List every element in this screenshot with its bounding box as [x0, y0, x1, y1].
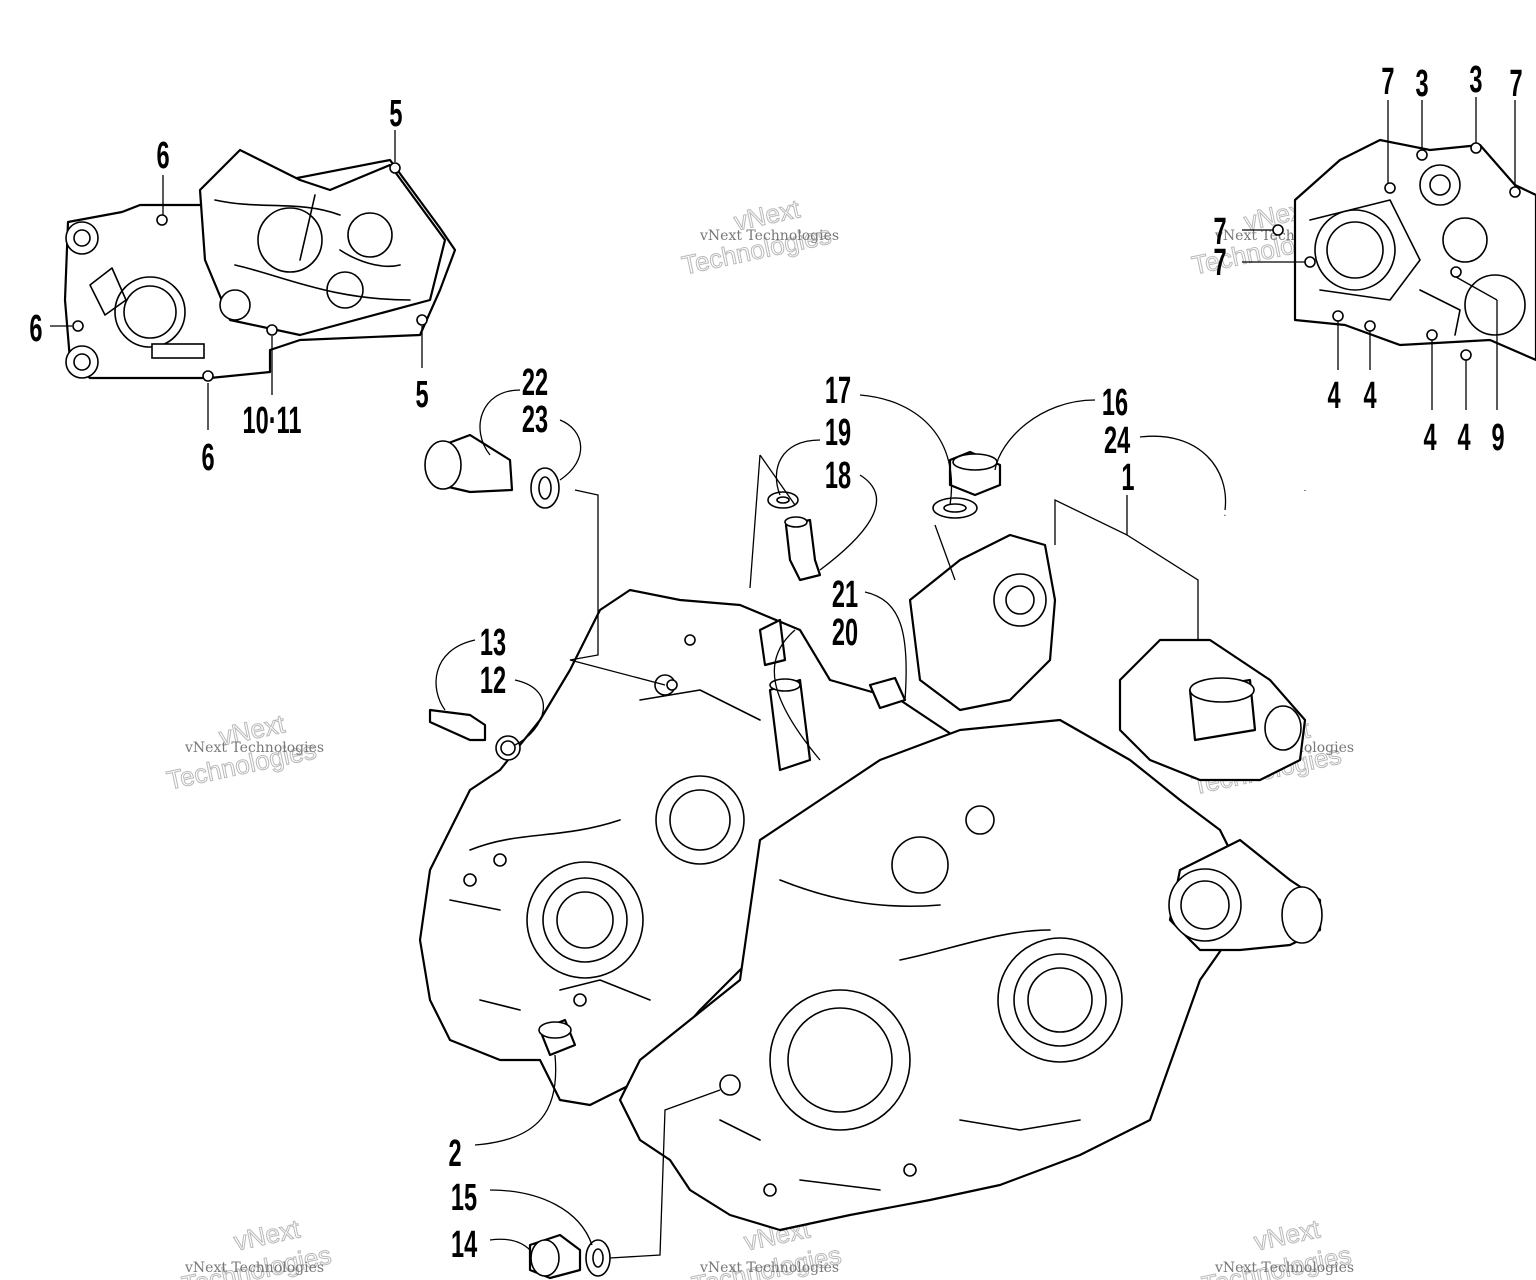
leader-lines — [50, 97, 1516, 1259]
callout-1: 1 — [1121, 455, 1134, 498]
watermark-text-2: vNext Technologies — [699, 228, 839, 244]
callout-4: 4 — [1364, 373, 1377, 416]
callout-7: 7 — [1213, 209, 1226, 252]
watermark-text-9: vNext Technologies — [1214, 1260, 1354, 1276]
callout-7: 7 — [1213, 240, 1226, 283]
callout-4: 4 — [1458, 415, 1471, 458]
callout-21: 21 — [832, 572, 858, 615]
callout-4: 4 — [1424, 415, 1437, 458]
callout-19: 19 — [825, 410, 851, 453]
callout-6: 6 — [156, 133, 169, 176]
callout-6: 6 — [201, 435, 214, 478]
callout-16: 16 — [1102, 380, 1128, 423]
watermark-text-7: vNext Technologies — [184, 1260, 324, 1276]
callout-14: 14 — [451, 1222, 478, 1265]
callout-9: 9 — [1491, 415, 1504, 458]
watermark-text-8: vNext Technologies — [699, 1260, 839, 1276]
right-cover-assembly — [1272, 138, 1536, 362]
callout-17: 17 — [825, 368, 851, 411]
crankcase-main — [418, 533, 1323, 1232]
callout-2: 2 — [448, 1131, 461, 1174]
watermark-text-4: vNext Technologies — [184, 740, 324, 756]
callout-4: 4 — [1328, 373, 1341, 416]
callout-24: 24 — [1104, 418, 1131, 461]
callout-labels: 6 6 6 5 5 10·11 7 3 3 7 7 7 4 4 4 4 9 22… — [29, 57, 1522, 1265]
callout-5: 5 — [415, 372, 428, 415]
callout-7: 7 — [1509, 61, 1522, 104]
callout-7: 7 — [1381, 59, 1394, 102]
callout-12: 12 — [480, 658, 506, 701]
callout-15: 15 — [451, 1175, 477, 1218]
callout-3: 3 — [1469, 57, 1482, 100]
callout-23: 23 — [522, 397, 548, 440]
callout-20: 20 — [832, 610, 858, 653]
callout-10-11: 10·11 — [243, 398, 302, 441]
callout-5: 5 — [389, 91, 402, 134]
callout-13: 13 — [480, 620, 506, 663]
callout-6: 6 — [29, 306, 42, 349]
left-cover-gasket-assembly — [63, 148, 457, 382]
callout-22: 22 — [522, 360, 548, 403]
callout-3: 3 — [1415, 61, 1428, 104]
callout-18: 18 — [825, 453, 851, 496]
